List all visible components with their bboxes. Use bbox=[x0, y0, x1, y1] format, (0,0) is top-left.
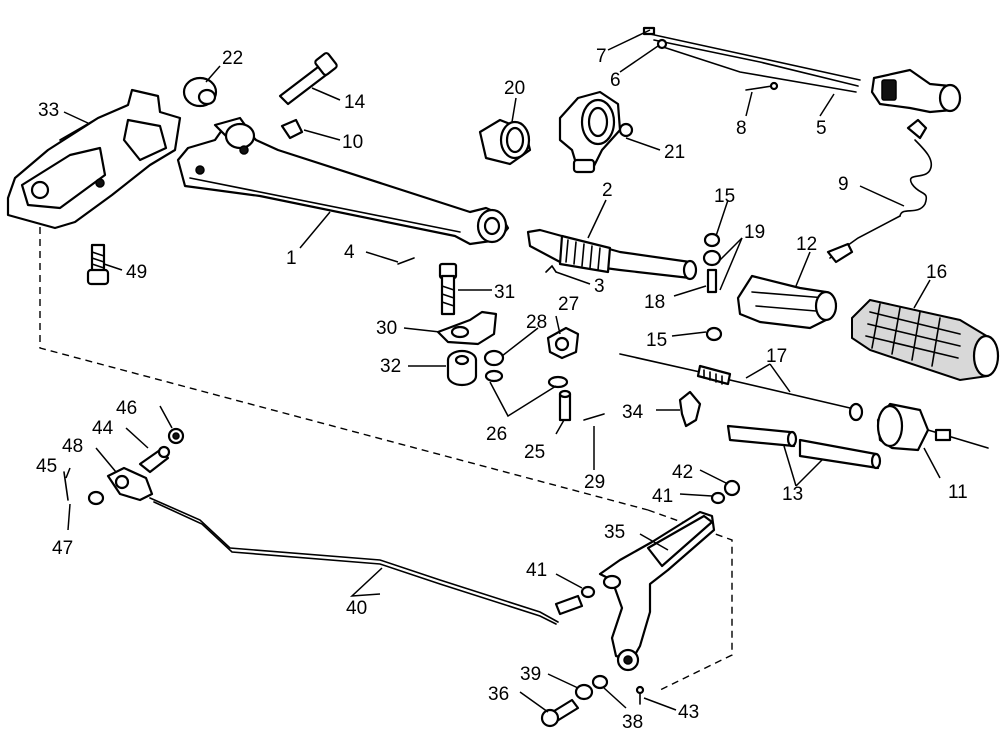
part-27-bracket bbox=[546, 326, 580, 360]
callout-43: 43 bbox=[678, 702, 699, 723]
part-21-housing bbox=[558, 90, 634, 174]
callout-17: 17 bbox=[766, 346, 787, 367]
part-12-grip-sleeve bbox=[736, 274, 838, 330]
part-48-linkage-end bbox=[106, 466, 154, 502]
callout-35: 35 bbox=[604, 522, 625, 543]
callout-5: 5 bbox=[816, 118, 827, 139]
part-44-ball-stud bbox=[138, 445, 171, 474]
part-38-washer bbox=[591, 674, 609, 690]
callout-42: 42 bbox=[672, 462, 693, 483]
callout-14: 14 bbox=[344, 92, 366, 113]
callout-20: 20 bbox=[504, 78, 525, 99]
callout-29: 29 bbox=[584, 472, 605, 493]
callout-9: 9 bbox=[838, 174, 849, 195]
part-34-clip bbox=[678, 390, 702, 428]
callout-3: 3 bbox=[594, 276, 605, 297]
callout-16: 16 bbox=[926, 262, 947, 283]
callout-labels: 1 2 3 4 5 6 7 8 9 10 11 12 13 14 15 15 1… bbox=[36, 46, 968, 733]
part-8-pin bbox=[745, 81, 779, 91]
part-35-shift-lever bbox=[598, 510, 716, 672]
callout-32: 32 bbox=[380, 356, 401, 377]
part-40-shift-rod bbox=[149, 497, 584, 625]
callout-4: 4 bbox=[344, 242, 355, 263]
callout-8: 8 bbox=[736, 118, 747, 139]
callout-41-lower: 41 bbox=[526, 560, 547, 581]
callout-15-bottom: 15 bbox=[646, 330, 667, 351]
part-5-6-7-wire-harness bbox=[642, 26, 962, 114]
callout-30: 30 bbox=[376, 318, 397, 339]
part-39-washer bbox=[574, 683, 594, 701]
callout-40: 40 bbox=[346, 598, 367, 619]
callout-26: 26 bbox=[486, 424, 507, 445]
part-47-washer bbox=[87, 490, 105, 506]
callout-2: 2 bbox=[602, 180, 613, 201]
callout-10: 10 bbox=[342, 132, 363, 153]
callout-41-upper: 41 bbox=[652, 486, 673, 507]
callout-27: 27 bbox=[558, 294, 579, 315]
leader-lines bbox=[63, 29, 941, 713]
part-1-tiller-arm bbox=[176, 116, 510, 246]
callout-18: 18 bbox=[644, 292, 665, 313]
part-9-lanyard bbox=[826, 118, 933, 264]
part-41-42-nut-washer bbox=[710, 479, 741, 505]
part-29-pin bbox=[583, 413, 605, 421]
callout-48: 48 bbox=[62, 436, 83, 457]
callout-6: 6 bbox=[610, 70, 621, 91]
part-10-clip bbox=[280, 118, 304, 140]
assembly-dashed-lines bbox=[39, 215, 733, 691]
callout-1: 1 bbox=[286, 248, 297, 269]
callout-36: 36 bbox=[488, 684, 509, 705]
part-31-bolt bbox=[438, 262, 458, 316]
part-20-bushing bbox=[478, 118, 532, 166]
callout-22: 22 bbox=[222, 48, 243, 69]
part-4-pin bbox=[397, 257, 415, 265]
part-49-bolt bbox=[86, 243, 110, 286]
part-28-nut bbox=[483, 349, 505, 383]
part-13-tubes bbox=[726, 424, 882, 470]
callout-13: 13 bbox=[782, 484, 803, 505]
callout-15-top: 15 bbox=[714, 186, 735, 207]
part-17-cable bbox=[619, 353, 864, 422]
part-36-bolt bbox=[540, 698, 580, 728]
callout-44: 44 bbox=[92, 418, 114, 439]
callout-39: 39 bbox=[520, 664, 541, 685]
callout-25: 25 bbox=[524, 442, 545, 463]
callout-47: 47 bbox=[52, 538, 73, 559]
callout-31: 31 bbox=[494, 282, 515, 303]
callout-11: 11 bbox=[948, 482, 968, 503]
part-11-cable-end bbox=[876, 402, 989, 452]
callout-34: 34 bbox=[622, 402, 644, 423]
callout-21: 21 bbox=[664, 142, 685, 163]
part-46-nut bbox=[167, 427, 185, 445]
part-33-bracket bbox=[6, 88, 182, 230]
part-15-18-19-small-parts bbox=[702, 232, 723, 342]
callout-7: 7 bbox=[596, 46, 607, 67]
part-45-pin bbox=[63, 471, 69, 501]
part-32-spacer bbox=[446, 349, 478, 387]
callout-12: 12 bbox=[796, 234, 817, 255]
callout-19: 19 bbox=[744, 222, 765, 243]
part-26-washer bbox=[547, 375, 569, 389]
part-2-throttle-shaft bbox=[526, 228, 698, 281]
callout-45: 45 bbox=[36, 456, 57, 477]
callout-49: 49 bbox=[126, 262, 147, 283]
callout-28: 28 bbox=[526, 312, 547, 333]
part-43-pin bbox=[635, 685, 645, 705]
part-3-clip bbox=[545, 264, 557, 273]
part-22-nut bbox=[182, 76, 218, 108]
callout-33: 33 bbox=[38, 100, 59, 121]
part-16-handle-grip bbox=[851, 298, 1000, 382]
callout-38: 38 bbox=[622, 712, 643, 733]
part-14-bolt bbox=[278, 52, 338, 106]
part-25-stud bbox=[558, 389, 572, 422]
part-30-bracket bbox=[436, 310, 498, 346]
part-41-washer bbox=[580, 585, 596, 599]
callout-46: 46 bbox=[116, 398, 137, 419]
